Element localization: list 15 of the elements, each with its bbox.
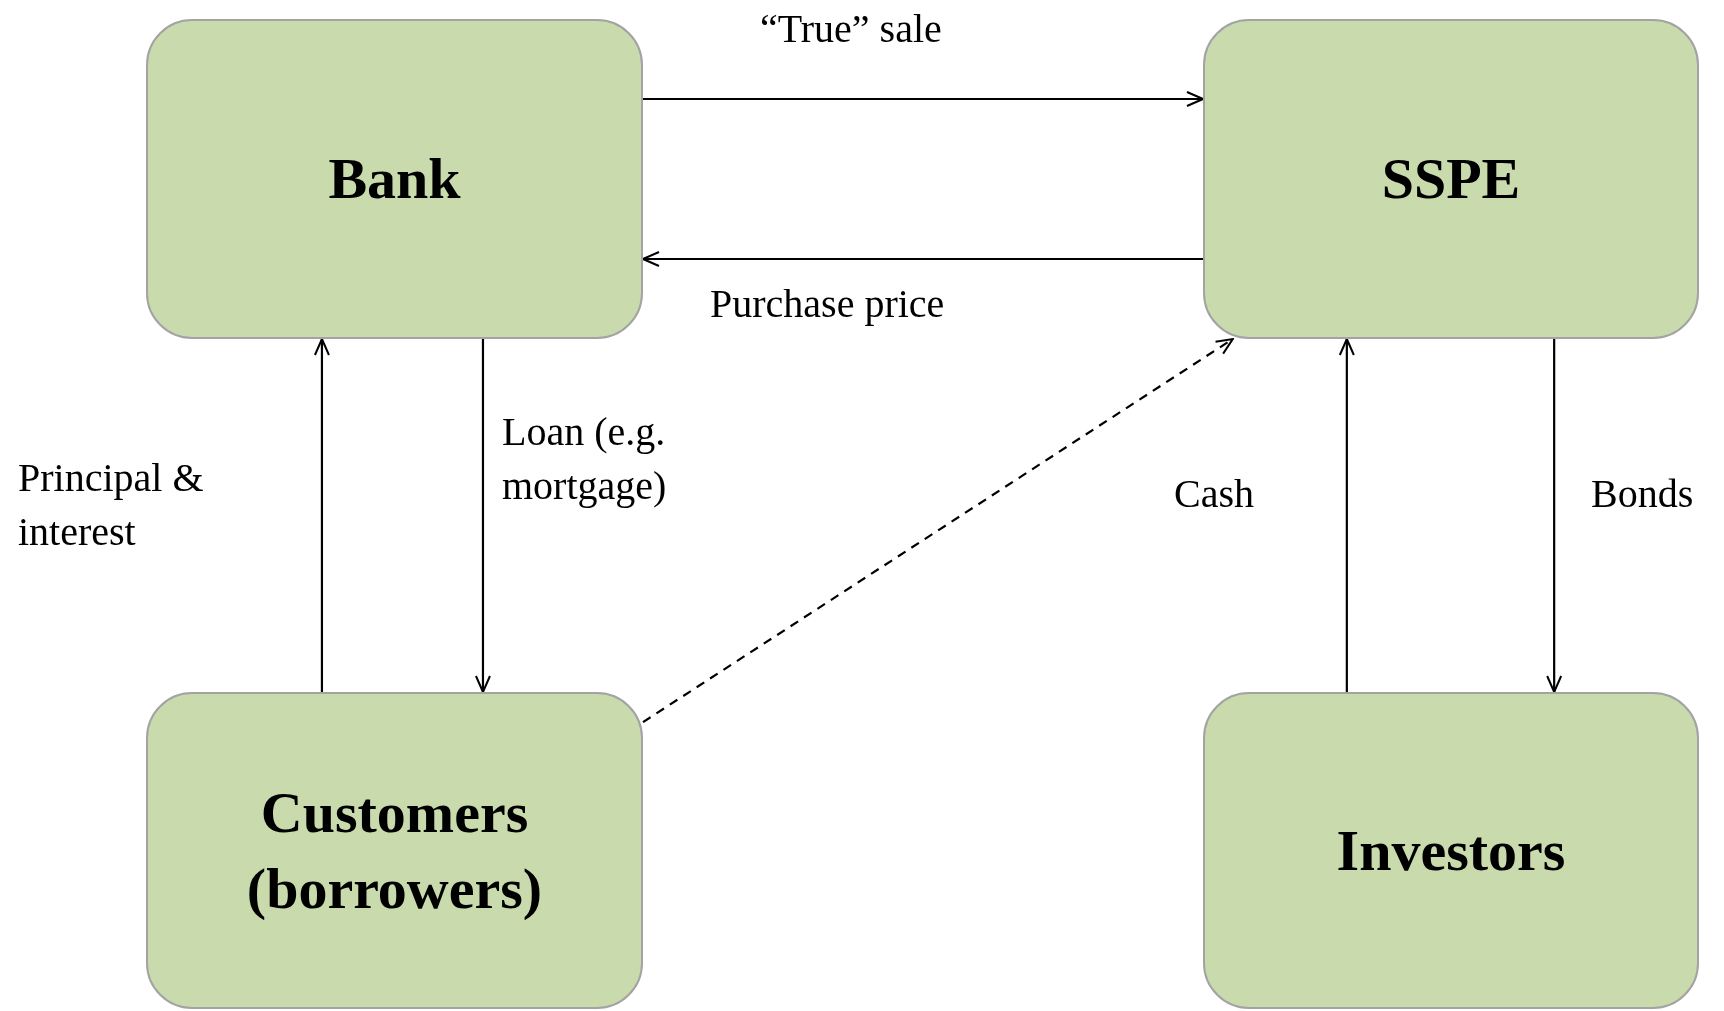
node-label: Customers (borrowers) (245, 779, 544, 923)
entity-box (1203, 692, 1699, 1009)
dashed-arrow (642, 338, 1234, 724)
node-label: Bank (327, 145, 462, 214)
node-label: Investors (1335, 816, 1567, 885)
arrow (1338, 338, 1355, 692)
arrow (474, 339, 491, 693)
arrow (313, 338, 330, 692)
entity-box (1203, 19, 1699, 339)
arrow (1546, 339, 1563, 693)
node-label: SSPE (1380, 145, 1522, 214)
entity-box (146, 19, 643, 339)
arrow (643, 91, 1204, 107)
arrow (642, 251, 1203, 267)
entity-box (146, 692, 643, 1009)
